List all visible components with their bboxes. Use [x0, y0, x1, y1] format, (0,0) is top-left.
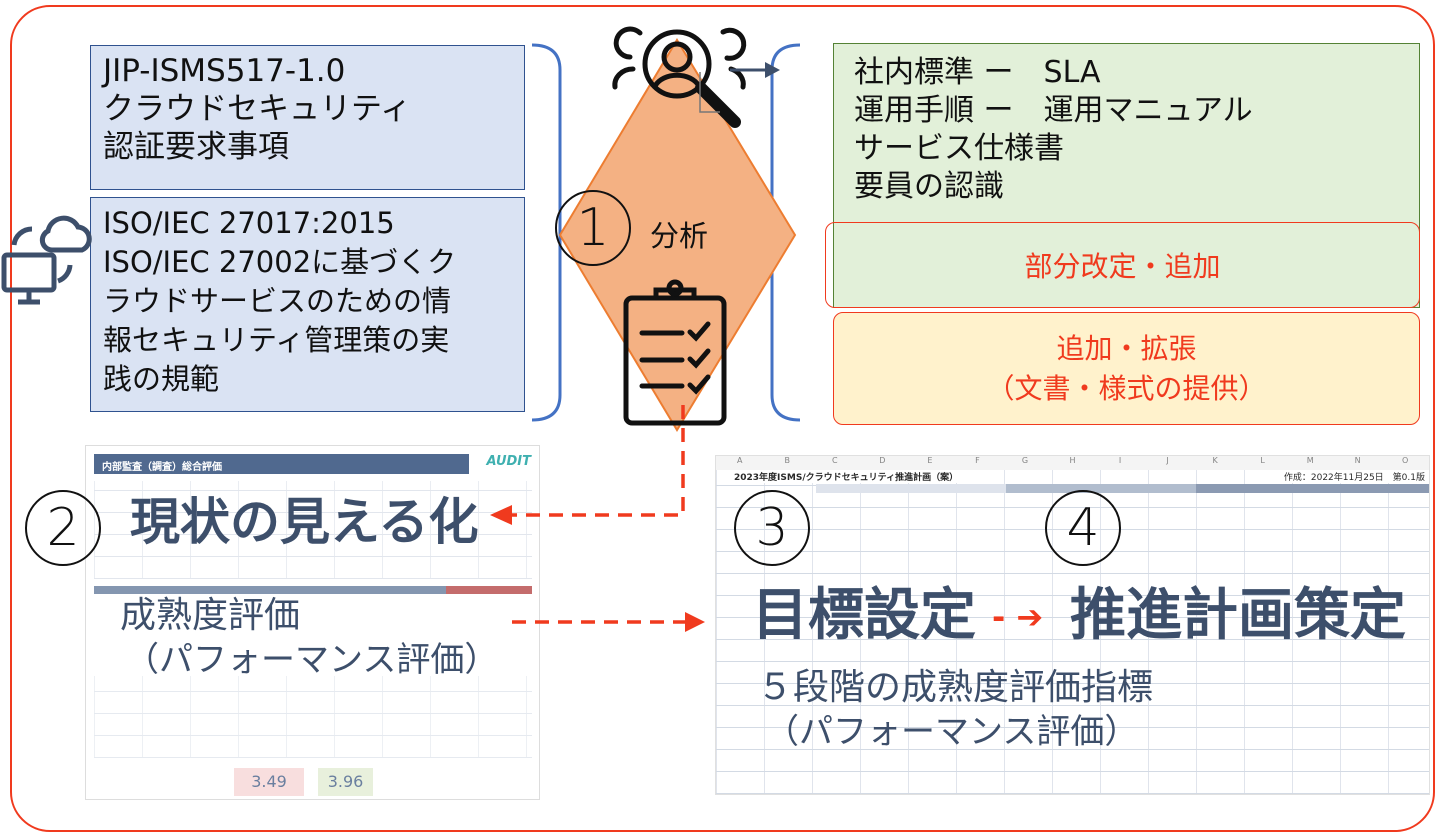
step-4-circle: 4 — [1045, 490, 1121, 566]
box-line: ISO/IEC 27002に基づくク — [103, 245, 457, 279]
current-score: 3.49 — [234, 768, 304, 796]
audit-evaluation-sheet: 内部監査（調査）総合評価 AUDIT 3.49 3.96 — [85, 445, 540, 800]
maturity-eval-label: 成熟度評価 — [120, 595, 301, 636]
extension-box: 追加・拡張 （文書・様式の提供） — [833, 312, 1420, 425]
analysis-diamond — [558, 38, 797, 432]
box-line: ISO/IEC 27017:2015 — [103, 206, 395, 240]
box-line: 認証要求事項 — [103, 129, 289, 165]
step-1-circle: 1 — [555, 190, 631, 266]
step-3-circle: 3 — [734, 490, 810, 566]
box-line: 追加・拡張 — [1056, 331, 1197, 365]
col: O — [1402, 456, 1409, 465]
summary-table — [94, 481, 532, 579]
col: L — [1260, 456, 1265, 465]
col: K — [1212, 456, 1218, 465]
col: C — [832, 456, 838, 465]
sheet-title: 内部監査（調査）総合評価 — [94, 454, 469, 474]
chart-header-red — [446, 586, 532, 594]
cloud-sync-icon — [1, 215, 92, 305]
col: H — [1069, 456, 1076, 465]
partial-revision-box: 部分改定・追加 — [825, 222, 1420, 308]
visualization-title: 現状の見える化 — [130, 493, 479, 551]
col: D — [879, 456, 886, 465]
box-line: 社内標準 ー SLA — [854, 55, 1101, 90]
phase-1 — [816, 484, 1006, 493]
box-line: クラウドセキュリティ — [103, 91, 412, 127]
column-headers: A B C D E F G H I J K L M N O — [716, 456, 1429, 470]
box-line: JIP-ISMS517-1.0 — [103, 53, 346, 89]
performance-eval-label-2: （パフォーマンス評価） — [765, 712, 1139, 752]
box-line: 要員の認識 — [854, 169, 1004, 204]
jip-isms-box: JIP-ISMS517-1.0 クラウドセキュリティ 認証要求事項 — [90, 45, 525, 190]
col: J — [1166, 456, 1169, 465]
performance-eval-label: （パフォーマンス評価） — [125, 640, 499, 680]
box-line: ラウドサービスのための情 — [103, 284, 452, 318]
arrow-right-icon: - ➔ — [992, 598, 1044, 636]
outer-frame — [10, 5, 1435, 832]
box-line: （文書・様式の提供） — [986, 371, 1267, 405]
plan-date: 作成：2022年11月25日 第0.1版 — [1283, 470, 1425, 483]
step-number: 2 — [46, 498, 80, 558]
internal-docs-box: 社内標準 ー SLA 運用手順 ー 運用マニュアル サービス仕様書 要員の認識 — [833, 43, 1420, 308]
goal-setting-title: 目標設定 — [752, 583, 976, 648]
col: G — [1021, 456, 1029, 465]
step-number: 3 — [755, 498, 789, 558]
clipboard-checklist-icon — [623, 279, 727, 426]
box-line: 運用手順 ー 運用マニュアル — [854, 93, 1253, 128]
box-text: 部分改定・追加 — [1024, 250, 1221, 283]
step-2-circle: 2 — [25, 490, 101, 566]
step-number: 4 — [1066, 498, 1100, 558]
phase-2 — [1006, 484, 1196, 493]
analysis-label: 分析 — [650, 219, 709, 253]
level-table — [94, 676, 532, 758]
chart-headers — [94, 586, 532, 594]
col: E — [927, 456, 933, 465]
person-search-icon — [612, 26, 780, 128]
plan-formulation-title: 推進計画策定 — [1070, 583, 1406, 648]
col: A — [737, 456, 743, 465]
col: N — [1354, 456, 1361, 465]
audit-logo: AUDIT — [486, 454, 531, 469]
phase-3 — [1196, 484, 1429, 493]
iso-27017-box: ISO/IEC 27017:2015 ISO/IEC 27002に基づくク ラウ… — [90, 197, 525, 412]
box-line: サービス仕様書 — [854, 131, 1064, 166]
col: M — [1306, 456, 1314, 465]
col: B — [784, 456, 791, 465]
target-score: 3.96 — [318, 768, 373, 796]
plan-title: 2023年度ISMS/クラウドセキュリティ推進計画（案） — [734, 470, 959, 483]
box-line: 報セキュリティ管理策の実 — [103, 323, 450, 357]
box-line: 践の規範 — [103, 362, 220, 396]
five-level-index-label: ５段階の成熟度評価指標 — [757, 667, 1154, 708]
step-number: 1 — [576, 198, 610, 258]
col: I — [1118, 456, 1122, 465]
col: F — [975, 456, 980, 465]
